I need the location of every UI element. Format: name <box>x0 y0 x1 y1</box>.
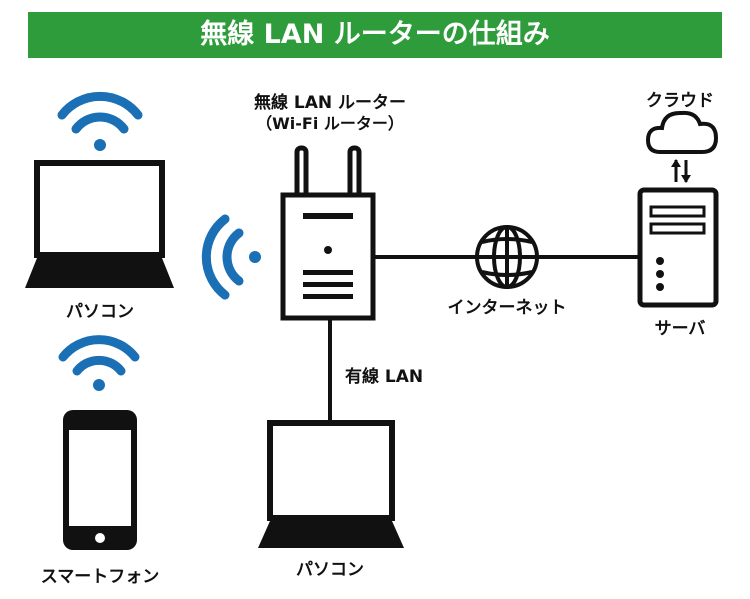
server-icon <box>637 187 719 308</box>
router-icon <box>280 145 376 321</box>
pc-wired-label: パソコン <box>296 560 364 580</box>
router-sub-label: （Wi-Fi ルーター） <box>256 114 404 133</box>
wired-lan-label: 有線 LAN <box>345 367 424 387</box>
cloud-icon <box>645 110 719 154</box>
arrows-icon <box>671 159 691 183</box>
pc-wireless-label: パソコン <box>66 302 134 322</box>
server-label: サーバ <box>654 319 706 339</box>
wifi-icon <box>58 335 140 391</box>
smartphone-icon <box>63 410 137 550</box>
laptop-icon <box>25 160 174 288</box>
smartphone-label: スマートフォン <box>40 567 160 587</box>
wifi-icon <box>57 91 143 151</box>
internet-label: インターネット <box>447 298 567 318</box>
cloud-label: クラウド <box>646 91 714 111</box>
globe-icon <box>475 225 539 289</box>
laptop-icon <box>258 420 404 548</box>
router-name-label: 無線 LAN ルーター <box>253 93 407 113</box>
diagram-title: 無線 LAN ルーターの仕組み <box>28 12 722 58</box>
wifi-icon <box>201 214 261 300</box>
